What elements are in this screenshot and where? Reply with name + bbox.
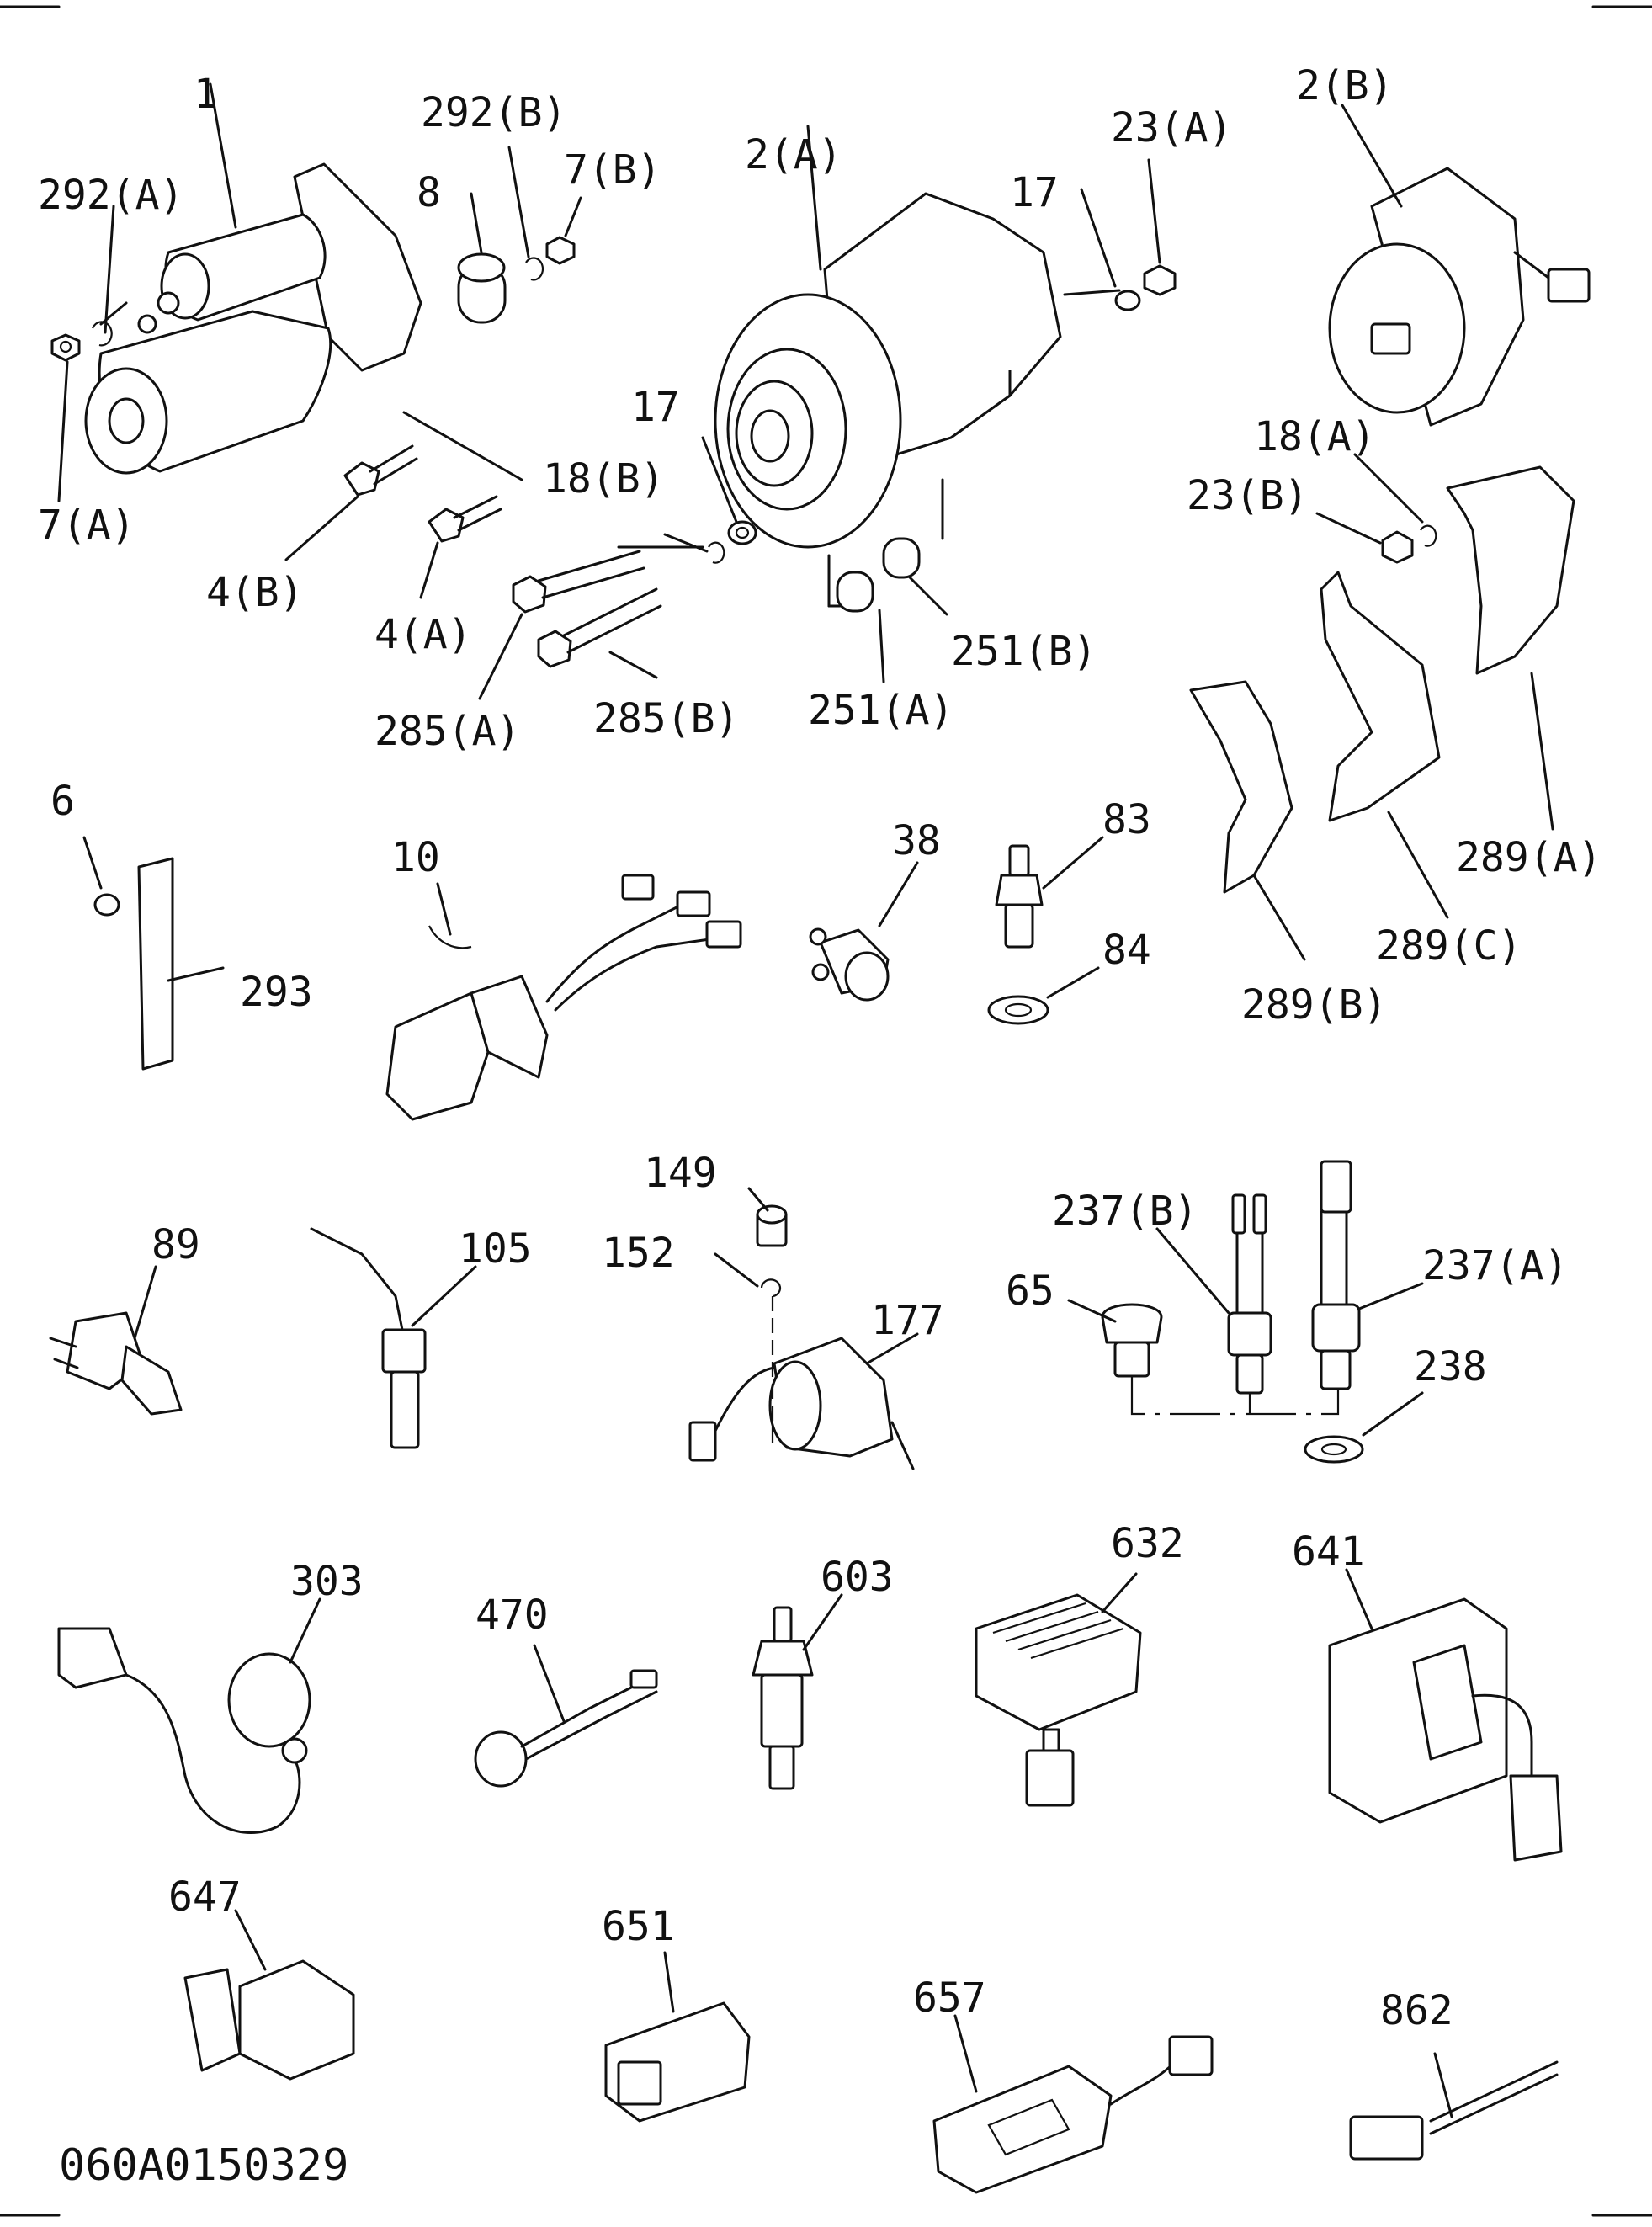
label-285a: 285(A) (374, 708, 520, 755)
label-83: 83 (1102, 796, 1151, 843)
sensor-83 (987, 836, 1104, 1025)
label-18a: 18(A) (1254, 413, 1376, 460)
part-labels: 1 292(A) 7(A) 292(B) 8 7(B) 4(B) 4(A) 2(… (38, 62, 1602, 2034)
module-657 (932, 2014, 1214, 2194)
label-18b: 18(B) (543, 455, 665, 502)
crop-marks (0, 5, 1652, 2217)
starter-hardware (50, 146, 582, 599)
label-149: 149 (644, 1150, 717, 1197)
label-647: 647 (168, 1874, 242, 1921)
sensor-105 (310, 1227, 477, 1449)
label-289c: 289(C) (1376, 922, 1522, 970)
label-251b: 251(B) (951, 628, 1097, 675)
label-651: 651 (602, 1903, 675, 1950)
label-2a: 2(A) (745, 131, 842, 178)
label-84: 84 (1102, 927, 1151, 974)
label-1: 1 (194, 71, 218, 118)
label-17-top: 17 (1010, 169, 1059, 216)
strap-293 (82, 836, 225, 1071)
label-293: 293 (240, 969, 313, 1016)
label-23a: 23(A) (1111, 104, 1233, 151)
label-292a: 292(A) (38, 172, 183, 219)
label-251a: 251(A) (808, 687, 953, 734)
harness-10 (385, 874, 742, 1121)
bracket-hardware (1189, 453, 1575, 961)
regulator-632 (975, 1572, 1142, 1807)
label-237b: 237(B) (1052, 1188, 1198, 1235)
label-152: 152 (602, 1230, 675, 1277)
label-238: 238 (1414, 1343, 1487, 1390)
relay-38 (809, 861, 919, 1002)
label-7b: 7(B) (564, 146, 661, 194)
relay-647 (183, 1909, 355, 2081)
label-65: 65 (1006, 1268, 1054, 1315)
label-292b: 292(B) (421, 89, 566, 136)
heater-303 (57, 1597, 321, 1834)
drawing-code: 060A0150329 (59, 2140, 348, 2191)
starter-motor (84, 82, 422, 475)
label-289a: 289(A) (1456, 834, 1602, 881)
label-177: 177 (871, 1297, 944, 1344)
switch-89 (49, 1265, 183, 1416)
relay-651 (604, 1951, 751, 2123)
label-4b: 4(B) (206, 569, 304, 616)
alternator-b (1328, 104, 1591, 427)
label-7a: 7(A) (38, 502, 135, 549)
label-105: 105 (459, 1225, 532, 1273)
label-89: 89 (151, 1221, 200, 1268)
unit-641 (1328, 1568, 1563, 1862)
label-23b: 23(B) (1187, 472, 1309, 519)
label-632: 632 (1111, 1520, 1184, 1567)
connector-470 (474, 1644, 658, 1788)
label-17-mid: 17 (631, 384, 680, 431)
plug-603 (752, 1593, 843, 1790)
label-285b: 285(B) (593, 695, 739, 742)
label-10: 10 (391, 834, 440, 881)
label-2b: 2(B) (1296, 62, 1394, 109)
label-4a: 4(A) (374, 611, 472, 658)
alternator-hardware (478, 158, 1177, 700)
fuel-pump-177 (688, 1187, 919, 1470)
label-8: 8 (417, 169, 441, 216)
label-862: 862 (1380, 1987, 1453, 2034)
harness-862 (1349, 2052, 1559, 2161)
label-303: 303 (290, 1558, 364, 1605)
label-6: 6 (50, 778, 75, 825)
label-657: 657 (913, 1975, 986, 2022)
label-470: 470 (475, 1592, 549, 1639)
label-237a: 237(A) (1422, 1242, 1568, 1289)
label-38: 38 (892, 817, 941, 864)
label-289b: 289(B) (1241, 981, 1387, 1028)
label-641: 641 (1292, 1528, 1365, 1576)
label-603: 603 (821, 1554, 894, 1601)
sensor-group-237 (1067, 1160, 1424, 1464)
alternator-a (714, 125, 1062, 608)
